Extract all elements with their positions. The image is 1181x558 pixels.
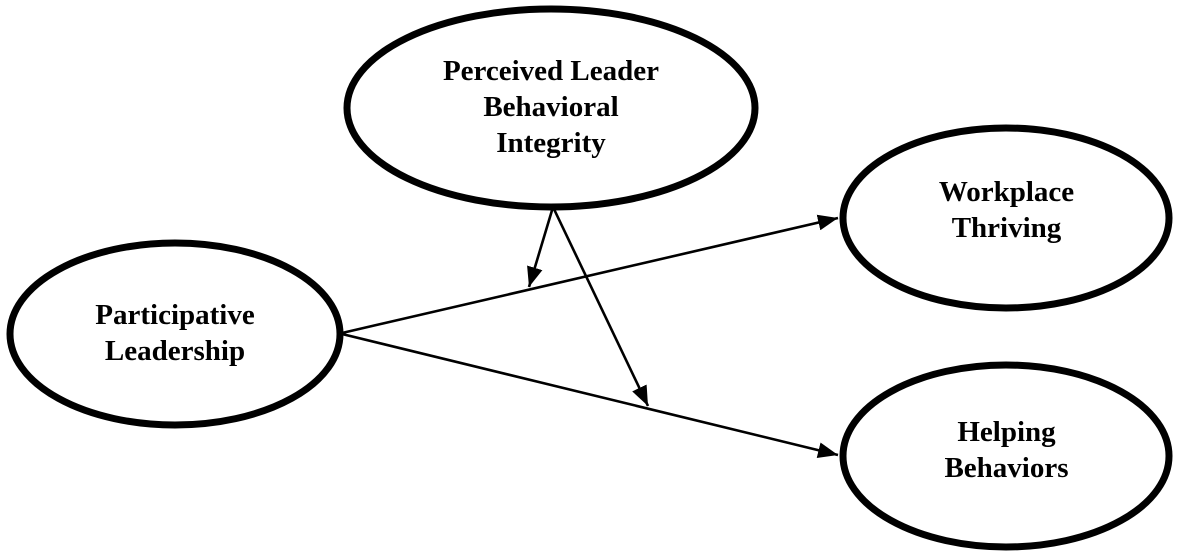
edge-behavioral-integrity-moderates-pl-wt — [527, 206, 555, 288]
edge-participative-leadership-to-workplace-thriving — [341, 214, 839, 335]
edge-behavioral-integrity-moderates-pl-hb — [551, 206, 650, 407]
node-ellipse-perceived-leader-behavioral-integrity — [343, 5, 759, 211]
node-ellipse-helping-behaviors — [839, 361, 1173, 551]
edge-participative-leadership-to-helping-behaviors — [341, 332, 839, 459]
node-ellipse-workplace-thriving — [839, 124, 1173, 312]
node-ellipse-participative-leadership — [6, 239, 344, 429]
